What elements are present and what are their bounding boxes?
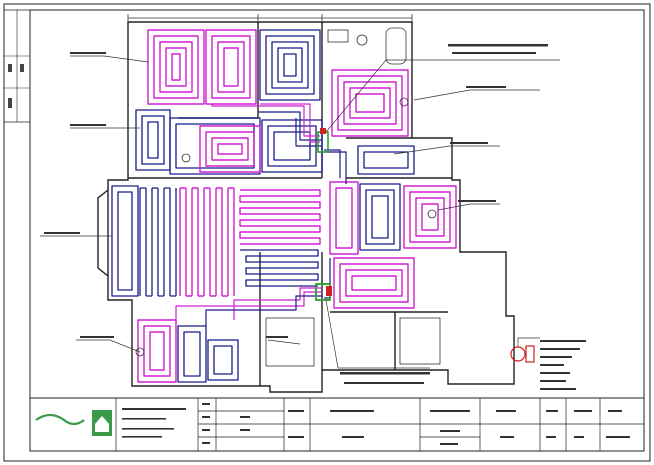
loop-r11	[139, 187, 177, 297]
upper-wing-outline	[107, 21, 515, 393]
loop-r13	[239, 189, 321, 245]
loop-r14	[240, 249, 319, 287]
bathtub	[385, 27, 407, 65]
loop-r21	[207, 339, 239, 381]
outer-border	[3, 3, 651, 462]
boiler-body	[525, 345, 535, 363]
supply-trunk-lines	[175, 103, 347, 326]
logo-swoosh	[35, 413, 85, 426]
manifolds	[315, 128, 332, 301]
logo-house-icon	[95, 416, 109, 432]
left-margin-strip	[4, 9, 30, 123]
company-logo	[35, 410, 112, 436]
loop-r10	[111, 185, 139, 297]
left-bay-window	[97, 189, 109, 277]
company-text-marks	[122, 408, 186, 438]
loop-r9	[357, 145, 415, 175]
stair-block	[265, 317, 315, 367]
loop-r1	[147, 29, 205, 105]
manifold-callout-2-mark	[340, 372, 430, 375]
boiler-spec-mark	[540, 340, 586, 342]
kitchen-counter	[399, 317, 441, 365]
loop-r3	[259, 29, 321, 101]
annotation-leaders	[40, 55, 560, 369]
vanity	[327, 29, 349, 43]
loop-r20	[177, 325, 207, 383]
annotation-text-marks	[44, 44, 586, 390]
manifold-upper-valve	[320, 128, 326, 134]
manifold-callout-1-mark	[448, 44, 548, 47]
loop-r12	[179, 187, 235, 297]
heating-loops	[111, 29, 457, 383]
loop-r2	[205, 29, 257, 105]
bathroom-fixtures	[265, 27, 441, 367]
title-block	[29, 397, 645, 452]
loop-r18	[333, 257, 415, 309]
manifold-lower-valve	[326, 286, 332, 296]
title-cell-marks	[202, 403, 630, 445]
dimension-ticks	[127, 14, 413, 22]
loop-r7	[199, 125, 261, 173]
toilet	[356, 34, 368, 46]
loop-tag-markers	[135, 97, 437, 357]
loop-r17	[403, 185, 457, 249]
drawing-title-mark	[330, 410, 374, 412]
loop-r16	[329, 181, 359, 255]
loop-r15	[359, 183, 401, 251]
title-block-frame	[29, 397, 645, 452]
drawing-number-mark	[606, 436, 630, 438]
